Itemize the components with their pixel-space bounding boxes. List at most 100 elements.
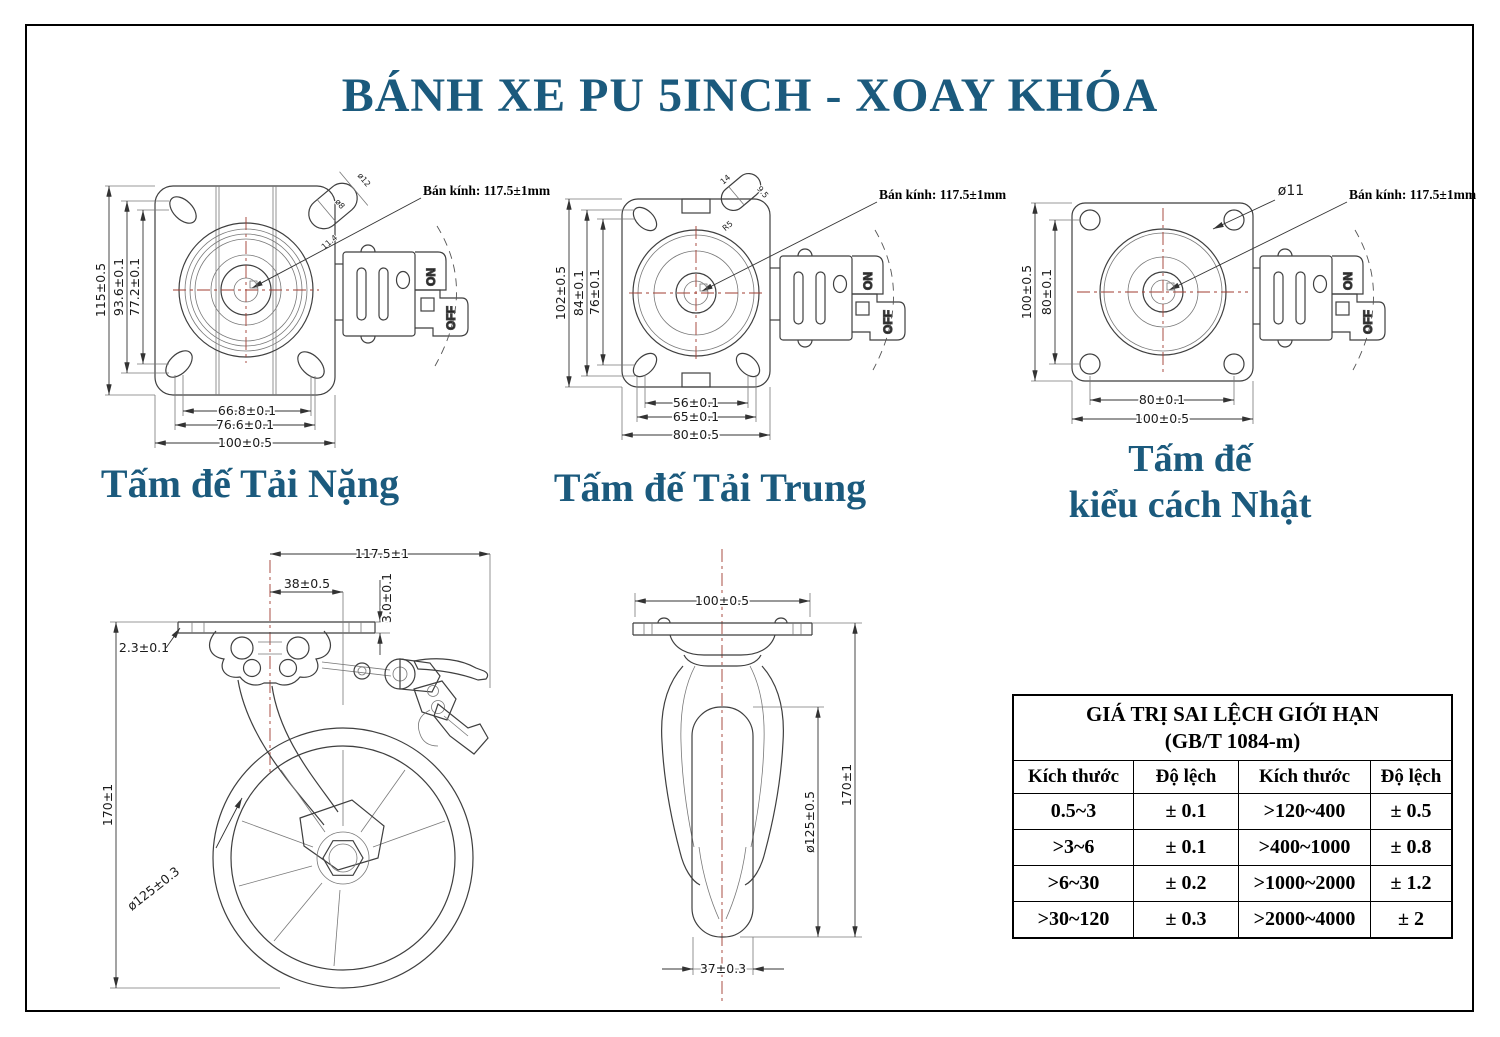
cell-size: >6~30: [1012, 865, 1134, 902]
cell-deviation: ± 0.1: [1133, 793, 1239, 830]
cell-size: >1000~2000: [1238, 865, 1371, 902]
brake-on-label: ON: [1341, 272, 1355, 290]
dim-plate-width: 100±0.5: [695, 593, 749, 608]
brake-on-label: ON: [861, 272, 875, 290]
plate-heavy-body: [154, 185, 336, 396]
table-row: 0.5~3 ± 0.1 >120~400 ± 0.5: [1012, 793, 1453, 830]
dim-bolt-v: 80±0.1: [1039, 269, 1054, 315]
caption-plate-japan-line1: Tấm đế: [1128, 438, 1252, 480]
dim-plate-height: 115±0.5: [93, 263, 108, 317]
radius-label: Bán kính: 117.5±1mm: [423, 183, 551, 198]
dim-plate-width: 100±0.5: [218, 435, 272, 450]
radius-callout-japan: Bán kính: 117.5±1mm: [1166, 187, 1477, 291]
hole-diameter-label: ø11: [1278, 183, 1304, 199]
dim-bolt-v-outer: 84±0.1: [571, 270, 586, 316]
radius-callout-heavy: Bán kính: 117.5±1mm: [249, 183, 551, 289]
caption-plate-japan-line2: kiểu cách Nhật: [1068, 484, 1312, 526]
cell-deviation: ± 1.2: [1370, 865, 1453, 902]
dim-bolt-h-outer: 65±0.1: [673, 409, 719, 424]
plate-japan-body: [1071, 202, 1254, 382]
dim-total-height: 170±1: [100, 784, 115, 826]
cell-deviation: ± 0.1: [1133, 829, 1239, 866]
cell-deviation: ± 0.3: [1133, 901, 1239, 939]
slot-dim-1: 14: [719, 173, 733, 186]
drawing-side-view: 117.5±1 38±0.5 3.0±0.1 2.3±0.1 170±1 ø12…: [98, 544, 491, 989]
dim-bolt-v-inner: 77.2±0.1: [127, 258, 142, 316]
slot-dim-2: R5: [721, 219, 735, 233]
caption-plate-japan: Tấm đế kiểu cách Nhật: [1030, 436, 1350, 528]
tolerance-table: GIÁ TRỊ SAI LỆCH GIỚI HẠN (GB/T 1084-m) …: [1012, 694, 1453, 939]
cell-size: >30~120: [1012, 901, 1134, 939]
front-view-fork: [661, 665, 784, 920]
side-view-dimensions: 117.5±1 38±0.5 3.0±0.1 2.3±0.1 170±1 ø12…: [98, 544, 491, 989]
dim-wheel-diameter: ø125±0.3: [124, 864, 182, 914]
cell-deviation: ± 0.5: [1370, 793, 1453, 830]
plate-medium-body: [621, 198, 771, 388]
side-view-wheel: [212, 727, 474, 989]
caption-plate-heavy: Tấm đế Tải Nặng: [100, 461, 400, 506]
tolerance-table-title-line2: (GB/T 1084-m): [1164, 729, 1301, 753]
radius-label: Bán kính: 117.5±1mm: [879, 187, 1007, 202]
dim-swivel-radius: 117.5±1: [355, 546, 409, 561]
drawing-plate-japan: ON OFF ø11 Bán kính: 117.5±1mm 100±0.5 8…: [1017, 181, 1477, 428]
col-header-size-1: Kích thước: [1012, 760, 1134, 794]
col-header-deviation-2: Độ lệch: [1370, 760, 1453, 794]
brake-off-label: OFF: [1361, 310, 1375, 334]
cell-size: >2000~4000: [1238, 901, 1371, 939]
slot-dim-1: ø12: [356, 171, 373, 188]
front-view-swivel: [669, 634, 776, 667]
dim-plate-width: 100±0.5: [1135, 411, 1189, 426]
col-header-deviation-1: Độ lệch: [1133, 760, 1239, 794]
brake-assembly-heavy: ON OFF: [335, 244, 469, 344]
dim-wheel-width: 37±0.3: [700, 961, 746, 976]
dim-bolt-h-outer: 76.6±0.1: [216, 417, 274, 432]
cell-size: >3~6: [1012, 829, 1134, 866]
cell-size: 0.5~3: [1012, 793, 1134, 830]
dim-total-height: 170±1: [839, 764, 854, 806]
page-title: BÁNH XE PU 5INCH - XOAY KHÓA: [341, 69, 1159, 122]
cell-deviation: ± 0.2: [1133, 865, 1239, 902]
dim-plate-height: 102±0.5: [553, 266, 568, 320]
radius-label: Bán kính: 117.5±1mm: [1349, 187, 1477, 202]
drawing-plate-medium: 14 R5 9.5 ON OFF Bán kính: 117.5±1mm: [551, 172, 1007, 444]
dim-wheel-diameter: ø125±0.5: [802, 791, 817, 853]
front-view-dimensions: 100±0.5 ø125±0.5 170±1 37±0.3: [634, 591, 862, 978]
side-view-fork: [237, 679, 339, 826]
caption-plate-medium: Tấm đế Tải Trung: [553, 465, 867, 510]
dim-bolt-h: 80±0.1: [1139, 392, 1185, 407]
side-view-plate: [177, 621, 376, 634]
dimensions-japan: 100±0.5 80±0.1 80±0.1 100±0.5: [1017, 202, 1254, 428]
swing-arc: [434, 225, 457, 367]
sheet-border: [25, 24, 1474, 1012]
tolerance-table-title-line1: GIÁ TRỊ SAI LỆCH GIỚI HẠN: [1085, 702, 1380, 726]
drawing-front-view: 100±0.5 ø125±0.5 170±1 37±0.3: [632, 549, 862, 1005]
swing-arc: [1352, 229, 1374, 371]
cell-deviation: ± 2: [1370, 901, 1453, 939]
brake-assembly-medium: ON OFF: [770, 248, 906, 348]
dim-plate-height: 100±0.5: [1019, 265, 1034, 319]
brake-off-label: OFF: [881, 310, 895, 334]
col-header-size-2: Kích thước: [1238, 760, 1371, 794]
dim-bolt-h-inner: 66.8±0.1: [218, 403, 276, 418]
drawing-plate-heavy: ø12 ø8 11.4 ON OFF Bán kính: 117.5±1mm: [91, 170, 551, 452]
dim-offset: 38±0.5: [284, 576, 330, 591]
hole-diameter-callout: ø11: [1212, 181, 1306, 230]
table-row: >3~6 ± 0.1 >400~1000 ± 0.8: [1012, 829, 1453, 866]
brake-on-label: ON: [424, 268, 438, 286]
brake-assembly-japan: ON OFF: [1253, 248, 1386, 348]
cell-deviation: ± 0.8: [1370, 829, 1453, 866]
radius-callout-medium: Bán kính: 117.5±1mm: [699, 187, 1007, 292]
dimensions-medium: 102±0.5 84±0.1 76±0.1 56±0.1 65±0.1 80±0…: [551, 198, 771, 444]
front-view-wheel: [691, 706, 754, 938]
cell-size: >120~400: [1238, 793, 1371, 830]
dimensions-heavy: 115±0.5 93.6±0.1 77.2±0.1 66.8±0.1 76.6±…: [91, 185, 336, 452]
slot-detail-heavy: ø12 ø8 11.4: [308, 170, 373, 252]
slot-dim-3: 11.4: [320, 233, 339, 251]
side-view-brake-lever: [321, 658, 489, 755]
dim-plate-thickness: 2.3±0.1: [119, 640, 169, 655]
swivel-bearing: [208, 630, 332, 686]
brake-off-label: OFF: [444, 306, 458, 330]
dim-bolt-h-inner: 56±0.1: [673, 395, 719, 410]
swing-arc: [872, 229, 894, 371]
